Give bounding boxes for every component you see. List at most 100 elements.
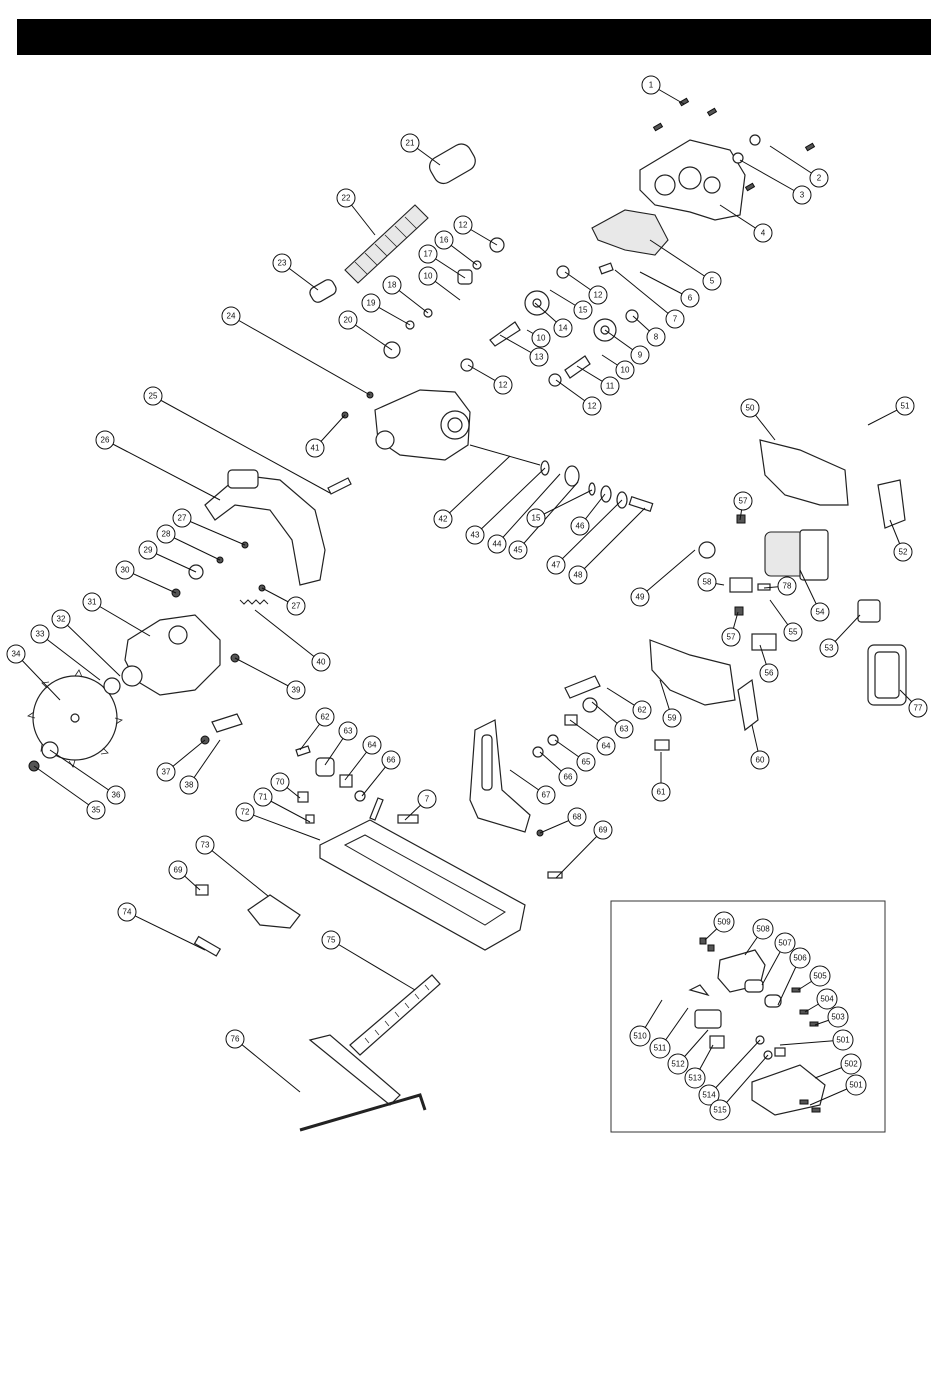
part-callout-512: 512 [667,1053,689,1075]
handle-right-59 [649,639,736,706]
part-callout-41: 41 [305,438,325,458]
part-callout-29: 29 [138,540,158,560]
callout-bubble [895,396,915,416]
part-callout-12: 12 [493,375,513,395]
part-callout-508: 508 [752,918,774,940]
callout-bubble [809,965,831,987]
callout-bubble [311,652,331,672]
part-callout-45: 45 [508,540,528,560]
leader-line [639,549,696,598]
part-callout-63: 63 [338,721,358,741]
callout-bubble [667,1053,689,1075]
leader-line [614,269,676,320]
callout-number: 24 [227,312,236,321]
callout-bubble [286,596,306,616]
handle-left-50 [759,439,849,506]
callout-bubble [338,310,358,330]
part-callout-65: 65 [576,752,596,772]
saw-blade [27,669,123,768]
bevel-bracket-67 [469,719,531,833]
part-callout-56: 56 [759,663,779,683]
leader-line [555,499,623,566]
callout-number: 53 [825,644,834,653]
part-callout-36: 36 [106,785,126,805]
callout-bubble [417,789,437,809]
callout-number: 505 [813,972,827,981]
callout-bubble [567,807,587,827]
part-callout-43: 43 [465,525,485,545]
callout-bubble [453,215,473,235]
washer-66 [532,746,544,758]
bearing-2 [749,134,761,146]
callout-number: 32 [57,615,66,624]
callout-bubble [6,644,26,664]
part-callout-66: 66 [381,750,401,770]
callout-number: 3 [800,191,805,200]
leader-line [535,489,593,519]
part-callout-53: 53 [819,638,839,658]
callout-number: 509 [717,918,731,927]
callout-number: 64 [368,741,377,750]
callout-bubble [680,288,700,308]
callout-number: 42 [439,515,448,524]
callout-number: 27 [292,602,301,611]
callout-bubble [156,762,176,782]
callout-bubble [270,772,290,792]
lever-62b [295,745,311,757]
callout-number: 50 [746,404,755,413]
part-callout-21: 21 [400,133,420,153]
callout-number: 28 [162,530,171,539]
callout-bubble [783,622,803,642]
callout-bubble [526,508,546,528]
part-callout-15: 15 [573,300,593,320]
leader-line [244,811,321,841]
part-callout-24: 24 [221,306,241,326]
callout-bubble [753,223,773,243]
callout-number: 39 [292,686,301,695]
callout-bubble [286,680,306,700]
part-callout-505: 505 [809,965,831,987]
callout-bubble [697,572,717,592]
sleeve-48 [628,496,654,512]
part-callout-64: 64 [596,736,616,756]
callout-bubble [665,309,685,329]
spring-71 [305,814,315,824]
callout-number: 30 [121,566,130,575]
callout-number: 508 [756,925,770,934]
part-callout-74: 74 [117,902,137,922]
part-callout-78: 78 [777,576,797,596]
part-callout-13: 13 [529,347,549,367]
housing-bore-3 [703,176,721,194]
knob-63 [582,697,598,713]
callout-number: 2 [817,174,822,183]
ring-32 [121,665,143,687]
callout-number: 48 [574,571,583,580]
callout-number: 16 [440,236,449,245]
callout-number: 7 [425,795,430,804]
spindle-42 [469,444,541,466]
dust-port-21 [429,143,476,185]
part-callout-507: 507 [774,932,796,954]
callout-bubble [819,638,839,658]
callout-number: 5 [710,277,715,286]
part-callout-15: 15 [526,508,546,528]
part-callout-23: 23 [272,253,292,273]
gasket [591,209,669,256]
callout-bubble [573,300,593,320]
callout-bubble [272,253,292,273]
callout-bubble [630,587,650,607]
lever-38 [211,713,243,733]
callout-bubble [809,168,829,188]
lever-62 [564,675,601,699]
callout-bubble [529,347,549,367]
callout-number: 45 [514,546,523,555]
bearing-12c [548,373,562,387]
inset-parts [688,937,826,1116]
callout-number: 38 [185,781,194,790]
part-callout-1: 1 [641,75,661,95]
part-callout-71: 71 [253,787,273,807]
part-callout-54: 54 [810,602,830,622]
callout-number: 36 [112,791,121,800]
bolt-69a [547,871,563,879]
